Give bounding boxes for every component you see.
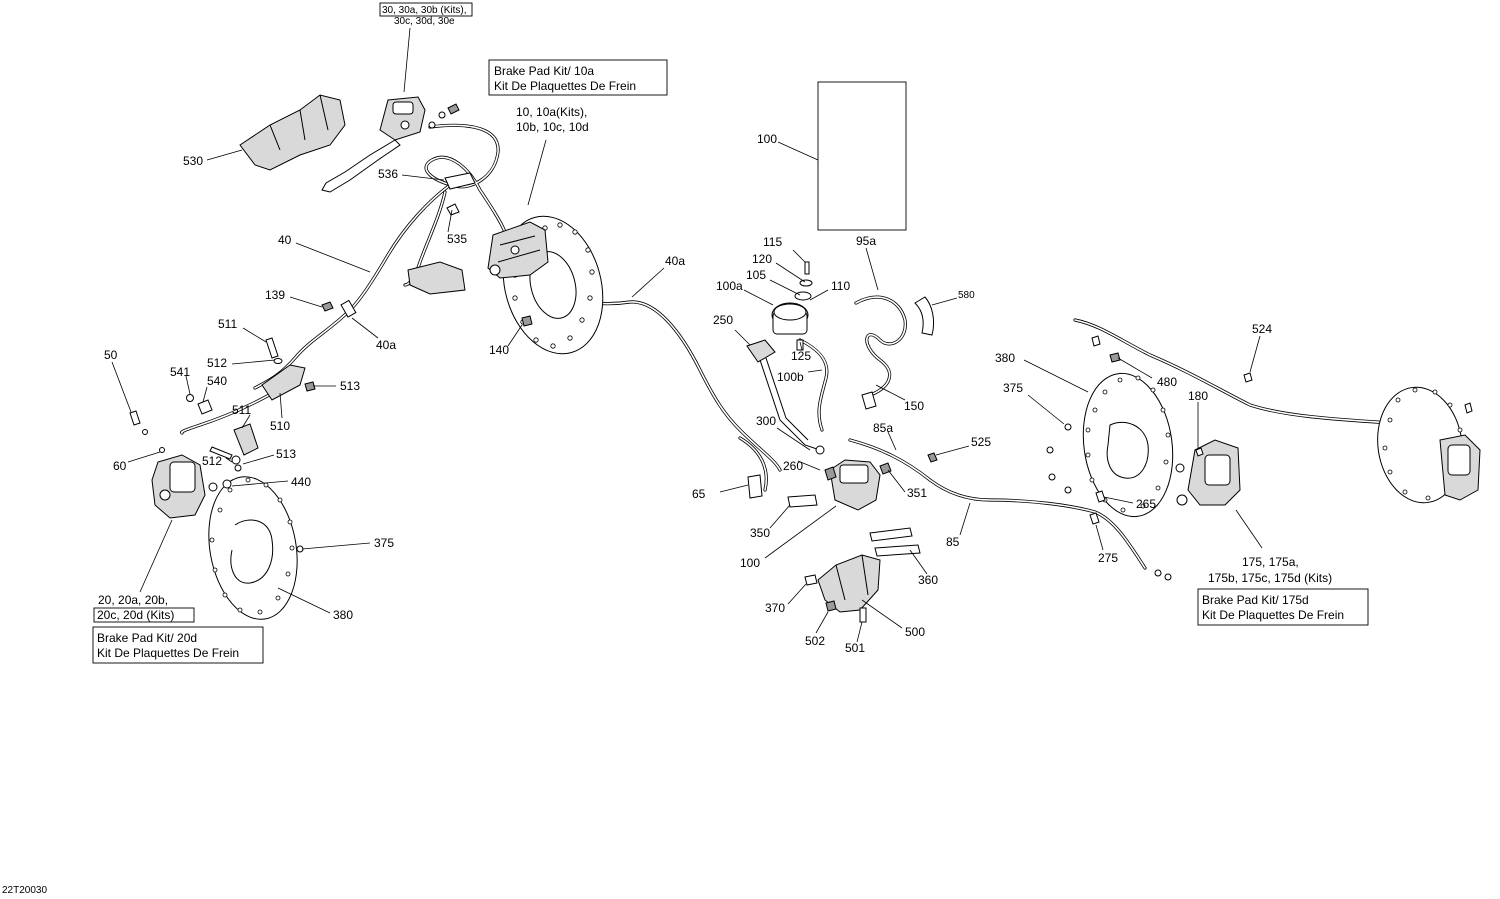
label-502: 502 bbox=[805, 634, 825, 648]
label-40a-right: 40a bbox=[665, 254, 685, 268]
label-524: 524 bbox=[1252, 322, 1272, 336]
part-labels: 30, 30a, 30b (Kits), 30c, 30d, 30e Brake… bbox=[2, 5, 1344, 896]
label-360: 360 bbox=[918, 573, 938, 587]
label-150: 150 bbox=[904, 399, 924, 413]
label-536: 536 bbox=[378, 167, 398, 181]
kit-10a-title: Brake Pad Kit/ 10a bbox=[494, 64, 594, 78]
kit-20d-title: Brake Pad Kit/ 20d bbox=[97, 631, 197, 645]
label-512-bottom: 512 bbox=[202, 454, 222, 468]
kit-20d-subtitle: Kit De Plaquettes De Frein bbox=[97, 646, 239, 660]
label-513-top: 513 bbox=[340, 379, 360, 393]
label-85a: 85a bbox=[873, 421, 893, 435]
label-530: 530 bbox=[183, 154, 203, 168]
label-139: 139 bbox=[265, 288, 285, 302]
callout-175-line1: 175, 175a, bbox=[1242, 555, 1299, 569]
kit-175d-title: Brake Pad Kit/ 175d bbox=[1202, 593, 1309, 607]
label-125: 125 bbox=[791, 349, 811, 363]
label-50: 50 bbox=[104, 348, 118, 362]
kit-175d-subtitle: Kit De Plaquettes De Frein bbox=[1202, 608, 1344, 622]
label-260: 260 bbox=[783, 459, 803, 473]
callout-10-line2: 10b, 10c, 10d bbox=[516, 120, 589, 134]
label-380-left: 380 bbox=[333, 608, 353, 622]
label-501: 501 bbox=[845, 641, 865, 655]
kit-box-10a bbox=[488, 59, 668, 96]
label-540: 540 bbox=[207, 374, 227, 388]
callout-20-frame bbox=[93, 607, 195, 623]
callout-30-frame bbox=[379, 2, 473, 17]
label-40: 40 bbox=[278, 233, 292, 247]
label-535: 535 bbox=[447, 232, 467, 246]
label-40a-left: 40a bbox=[376, 338, 396, 352]
label-265: 265 bbox=[1136, 497, 1156, 511]
label-100-inset: 100 bbox=[757, 132, 777, 146]
label-60: 60 bbox=[113, 459, 127, 473]
label-300: 300 bbox=[756, 414, 776, 428]
callout-30-line1: 30, 30a, 30b (Kits), bbox=[382, 5, 467, 16]
label-500: 500 bbox=[905, 625, 925, 639]
callout-20-line2: 20c, 20d (Kits) bbox=[97, 608, 174, 622]
label-440: 440 bbox=[291, 475, 311, 489]
kit-frames bbox=[92, 2, 1369, 664]
kit-box-175d bbox=[1197, 588, 1369, 626]
label-115: 115 bbox=[763, 235, 782, 249]
label-480: 480 bbox=[1157, 375, 1177, 389]
inset-frame-100 bbox=[817, 81, 907, 231]
label-140: 140 bbox=[489, 343, 509, 357]
label-512-top: 512 bbox=[207, 356, 227, 370]
label-100a: 100a bbox=[716, 279, 743, 293]
label-510: 510 bbox=[270, 419, 290, 433]
label-370: 370 bbox=[765, 601, 785, 615]
kit-10a-subtitle: Kit De Plaquettes De Frein bbox=[494, 79, 636, 93]
label-95a: 95a bbox=[856, 234, 876, 248]
label-100-bottom: 100 bbox=[740, 556, 760, 570]
label-250: 250 bbox=[713, 313, 733, 327]
callout-20-line1: 20, 20a, 20b, bbox=[98, 593, 168, 607]
label-525: 525 bbox=[971, 435, 991, 449]
label-351: 351 bbox=[907, 486, 927, 500]
label-580: 580 bbox=[958, 290, 975, 301]
components bbox=[129, 89, 1481, 623]
kit-box-20d bbox=[92, 626, 264, 664]
callout-30-line2: 30c, 30d, 30e bbox=[394, 16, 455, 27]
callout-10-line1: 10, 10a(Kits), bbox=[516, 105, 587, 119]
leader-lines bbox=[111, 27, 1263, 643]
label-105: 105 bbox=[746, 268, 766, 282]
label-513-bottom: 513 bbox=[276, 447, 296, 461]
label-375-right: 375 bbox=[1003, 381, 1023, 395]
callout-175-line2: 175b, 175c, 175d (Kits) bbox=[1208, 571, 1332, 585]
label-180: 180 bbox=[1188, 389, 1208, 403]
label-541: 541 bbox=[170, 365, 190, 379]
label-511-top: 511 bbox=[218, 317, 237, 331]
label-65: 65 bbox=[692, 487, 706, 501]
label-100b: 100b bbox=[777, 370, 804, 384]
label-511-bottom: 511 bbox=[232, 403, 251, 417]
label-85: 85 bbox=[946, 535, 960, 549]
label-120: 120 bbox=[752, 252, 772, 266]
label-110: 110 bbox=[831, 279, 850, 293]
diagram-id: 22T20030 bbox=[2, 885, 47, 896]
label-375-left: 375 bbox=[374, 536, 394, 550]
label-350: 350 bbox=[750, 526, 770, 540]
label-380-right: 380 bbox=[995, 351, 1015, 365]
label-275: 275 bbox=[1098, 551, 1118, 565]
